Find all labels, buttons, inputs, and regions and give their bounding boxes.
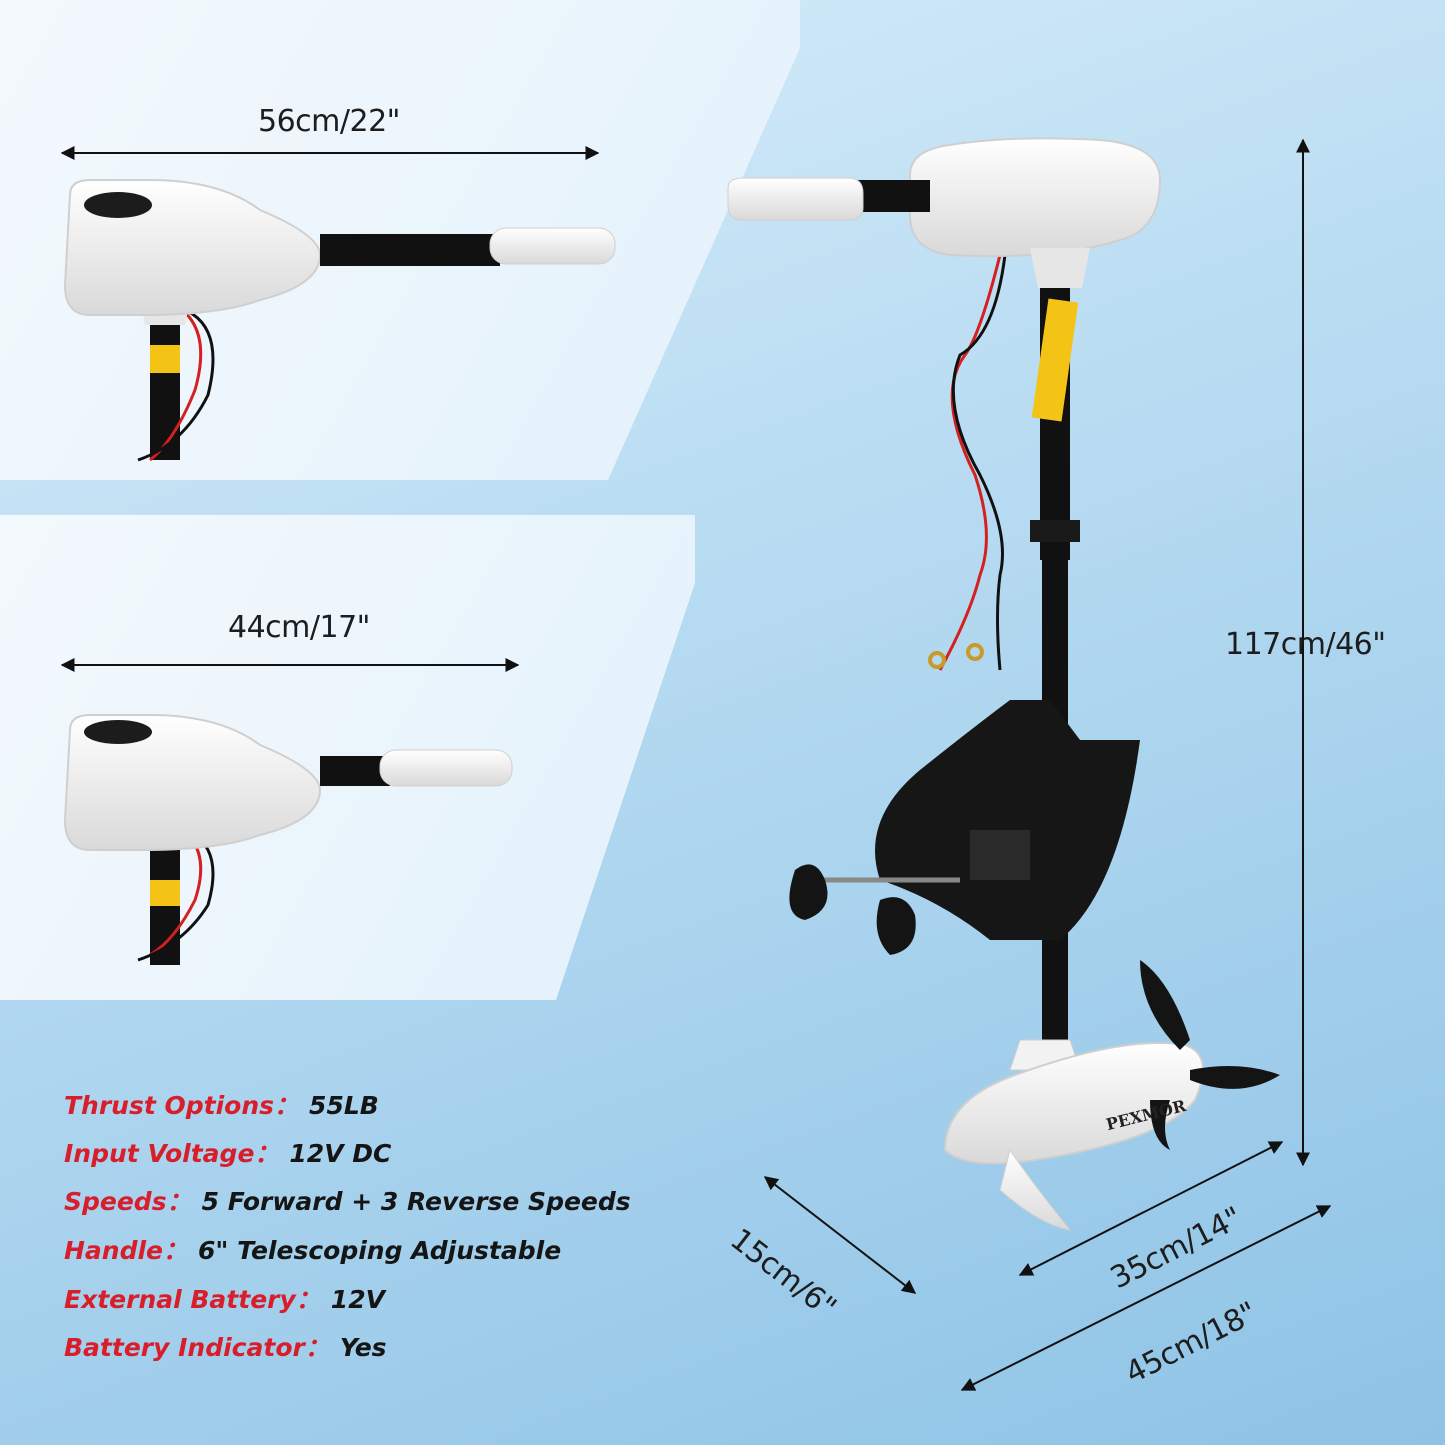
clamp-knob [876, 897, 916, 955]
spec-value: 12V [330, 1285, 385, 1314]
overall-length-arrow [960, 1205, 1332, 1391]
spec-label: Speeds： [64, 1187, 192, 1216]
motor-head-body [63, 714, 322, 851]
handle-grip [379, 749, 513, 787]
motor-head-body [909, 137, 1162, 257]
terminal-ring [966, 643, 984, 661]
mount-bracket [875, 700, 1140, 940]
spec-value: 5 Forward + 3 Reverse Speeds [201, 1187, 631, 1216]
bracket-hinge [970, 830, 1030, 880]
propeller-blade [1190, 1066, 1280, 1089]
clamp-knob [789, 864, 828, 920]
spec-label: Handle： [64, 1236, 189, 1265]
head-retracted-illustration [60, 658, 520, 965]
red-wire [938, 254, 1002, 671]
spec-value: 55LB [309, 1091, 379, 1120]
spec-row-battery: External Battery： 12V [64, 1280, 385, 1316]
battery-indicator-icon [84, 192, 152, 218]
spec-label: Input Voltage： [64, 1139, 280, 1168]
height-label: 117cm/46" [1225, 627, 1386, 662]
black-wire [951, 254, 1007, 671]
head-extended-illustration [60, 146, 616, 462]
black-wire [137, 303, 215, 462]
neck [1030, 248, 1090, 288]
spec-label: External Battery： [64, 1285, 321, 1314]
warning-label [150, 345, 180, 373]
spec-row-thrust: Thrust Options： 55LB [64, 1086, 379, 1122]
tiller-arm [855, 180, 930, 212]
spec-value: 6" Telescoping Adjustable [198, 1236, 562, 1265]
propeller-blade [1140, 960, 1190, 1050]
handle-extended-width-label: 56cm/22" [258, 104, 400, 139]
spec-row-voltage: Input Voltage： 12V DC [64, 1134, 391, 1170]
warning-label [150, 880, 180, 906]
handle-grip [489, 227, 616, 265]
trolling-motor-illustration: PEXMOR [727, 137, 1332, 1391]
tiller-arm [320, 234, 500, 266]
spec-value: 12V DC [289, 1139, 392, 1168]
red-wire [149, 298, 203, 462]
spec-row-handle: Handle： 6" Telescoping Adjustable [64, 1231, 561, 1267]
propeller-blade [1150, 1100, 1170, 1150]
spec-label: Battery Indicator： [64, 1333, 330, 1362]
depth-arrow [763, 1176, 917, 1294]
battery-indicator-icon [84, 720, 152, 744]
warning-label [1031, 298, 1079, 422]
handle-retracted-width-label: 44cm/17" [228, 610, 370, 645]
spec-label: Thrust Options： [64, 1091, 300, 1120]
shaft-collar [1030, 520, 1080, 542]
tiller-arm [320, 756, 390, 786]
skeg-fin [999, 1148, 1072, 1231]
terminal-ring [928, 651, 946, 669]
spec-value: Yes [339, 1333, 387, 1362]
handle-grip [727, 177, 864, 221]
spec-row-speeds: Speeds： 5 Forward + 3 Reverse Speeds [64, 1182, 631, 1218]
spec-row-indicator: Battery Indicator： Yes [64, 1328, 387, 1364]
